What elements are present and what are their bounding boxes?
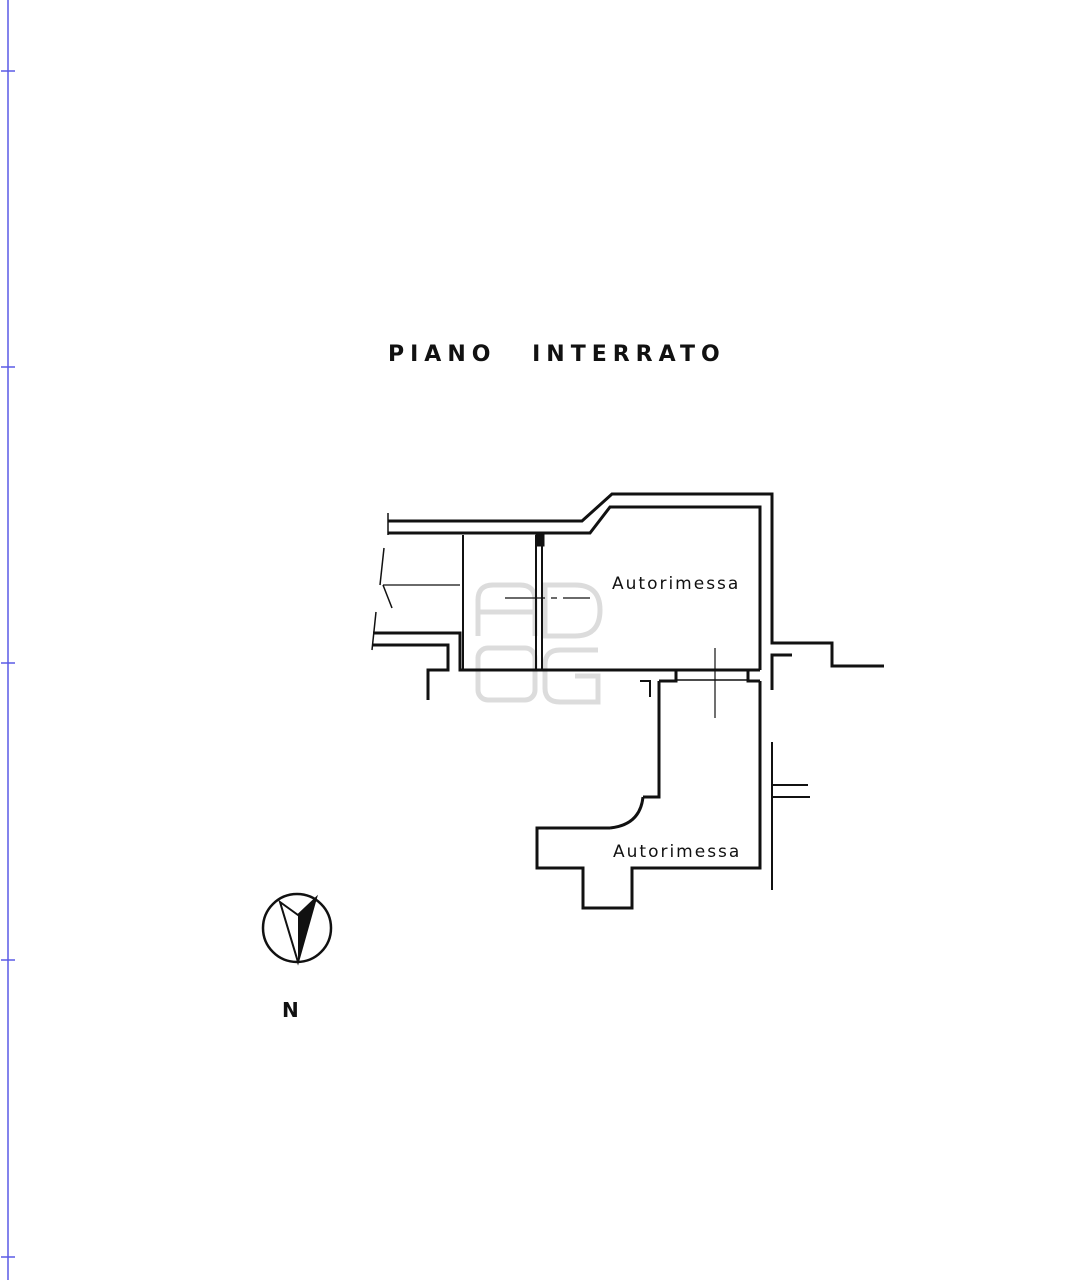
walls [371,492,884,910]
north-arrow-icon [261,892,333,966]
page-title: PIANO INTERRATO [388,342,726,367]
north-label: N [282,998,299,1022]
room-label-garage-upper: Autorimessa [612,574,741,594]
room-label-garage-lower: Autorimessa [613,842,742,862]
axis-lines [383,584,716,718]
watermark-logo [475,582,603,705]
margin-ruler [1,0,15,1280]
